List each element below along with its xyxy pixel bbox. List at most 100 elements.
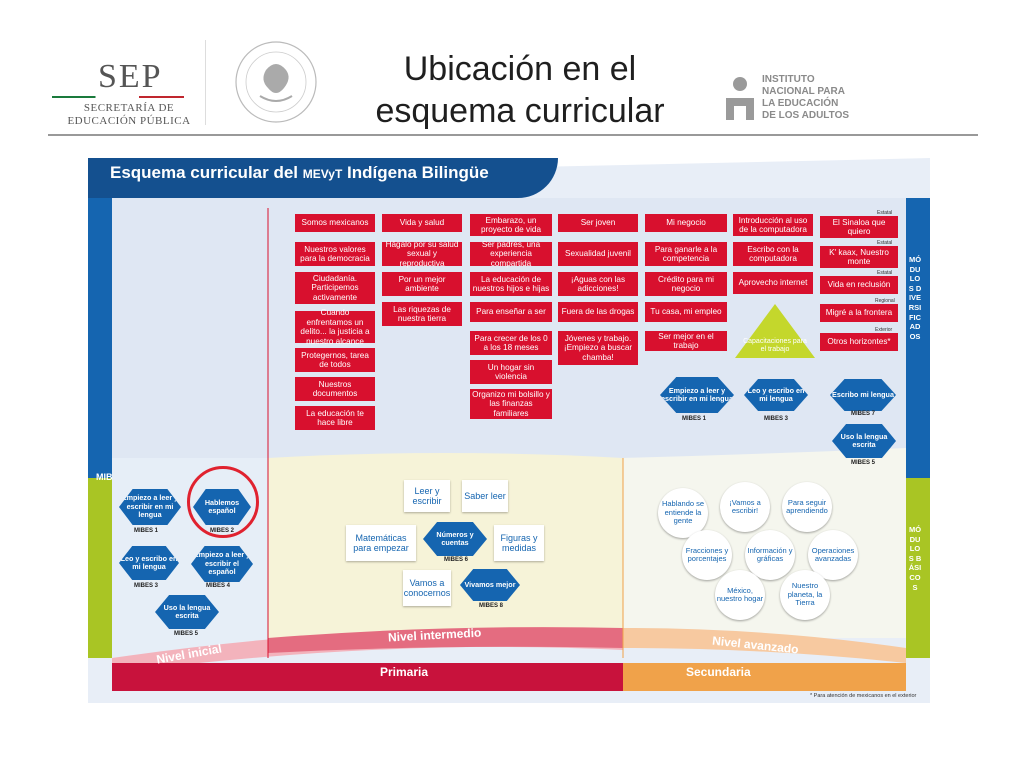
module-cell[interactable]: Cuando enfrentamos un delito... la justi… [295, 308, 375, 346]
module-cell[interactable]: Somos mexicanos [295, 214, 375, 232]
module-cell[interactable]: Sexualidad juvenil [558, 242, 638, 266]
module-cell[interactable]: Fuera de las drogas [558, 302, 638, 322]
module-cell[interactable]: Protegernos, tarea de todos [295, 348, 375, 372]
module-box[interactable]: Figuras y medidas [494, 525, 544, 561]
sep-subtitle-line-1: SECRETARÍA DE [83, 102, 175, 114]
banner-part: Indígena Bilingüe [342, 163, 489, 182]
module-box[interactable]: Matemáticas para empezar [346, 525, 416, 561]
mibes-hexagon[interactable]: Vivamos mejor [460, 569, 520, 601]
scope-tag: Estatal [877, 210, 893, 216]
module-cell[interactable]: Ciudadanía. Participemos activamente [295, 272, 375, 304]
training-triangle-label: Capacitaciones para el trabajo [743, 338, 807, 353]
module-box[interactable]: Vamos a conocernos [403, 570, 451, 606]
module-cell[interactable]: Ser padres, una experiencia compartida [470, 240, 552, 268]
module-cell[interactable]: Nuestros valores para la democracia [295, 242, 375, 266]
mexican-seal-icon [235, 41, 317, 123]
module-cell[interactable]: La educación te hace libre [295, 406, 375, 430]
header-divider [205, 40, 206, 125]
inea-line: INSTITUTO [762, 74, 815, 85]
title-line-2: esquema curricular [375, 92, 665, 130]
module-cell[interactable]: Jóvenes y trabajo. ¡Empiezo a buscar cha… [558, 331, 638, 365]
page-title: Ubicación en el esquema curricular [340, 48, 700, 132]
mibes-label: MIBES 3 [134, 583, 159, 589]
banner-part: MEVyT [302, 167, 343, 181]
side-label-diversificados: MÓDULOS DIVERSIFICADOS [908, 255, 922, 341]
module-cell[interactable]: Vida en reclusión [820, 276, 898, 294]
mibes-hexagon[interactable]: Uso la lengua escrita [832, 424, 896, 458]
module-circle[interactable]: Fracciones y porcentajes [682, 530, 732, 580]
mibes-label: MIBES 1 [682, 416, 707, 422]
inea-logo-icon [726, 77, 754, 120]
module-cell[interactable]: Las riquezas de nuestra tierra [382, 302, 462, 326]
inea-line: NACIONAL PARA [762, 86, 845, 97]
module-cell[interactable]: Organizo mi bolsillo y las finanzas fami… [470, 389, 552, 419]
sep-logo-text: SEP [98, 58, 163, 95]
mibes-hexagon[interactable]: Leo y escribo en mi lengua [119, 546, 179, 580]
mibes-label: MIBES 5 [851, 460, 876, 466]
scope-tag: Estatal [877, 240, 893, 246]
module-box[interactable]: Leer y escribir [404, 480, 450, 512]
banner-part: Esquema curricular del [110, 163, 303, 182]
module-cell[interactable]: Ser mejor en el trabajo [645, 331, 727, 351]
header-rule [48, 134, 978, 136]
mibes-hexagon[interactable]: Empiezo a leer y escribir en mi lengua [660, 377, 734, 413]
module-cell[interactable]: ¡Aguas con las adicciones! [558, 272, 638, 296]
mibes-hexagon[interactable]: Leo y escribo en mi lengua [744, 379, 808, 411]
inea-logo-text: INSTITUTO NACIONAL PARA LA EDUCACIÓN DE … [762, 74, 849, 122]
mibes-label: MIBES 1 [134, 528, 159, 534]
mibes-hexagon[interactable]: Empiezo a leer y escribir el español [191, 546, 253, 582]
module-cell[interactable]: Un hogar sin violencia [470, 360, 552, 384]
module-cell[interactable]: Migré a la frontera [820, 304, 898, 322]
module-cell[interactable]: Por un mejor ambiente [382, 272, 462, 296]
module-cell[interactable]: Para crecer de los 0 a los 18 meses [470, 331, 552, 355]
module-cell[interactable]: Introducción al uso de la computadora [733, 214, 813, 236]
module-cell[interactable]: Embarazo, un proyecto de vida [470, 214, 552, 236]
module-cell[interactable]: Otros horizontes* [820, 333, 898, 351]
module-cell[interactable]: Mi negocio [645, 214, 727, 232]
scope-tag: Estatal [877, 270, 893, 276]
stage-label-primaria: Primaria [380, 665, 429, 679]
mibes-hexagon[interactable]: Números y cuentas [423, 522, 487, 556]
chart-banner-title: Esquema curricular del MEVyT Indígena Bi… [110, 163, 489, 183]
module-cell[interactable]: K' kaax, Nuestro monte [820, 246, 898, 268]
module-cell[interactable]: Hágalo por su salud sexual y reproductiv… [382, 240, 462, 268]
footnote: * Para atención de mexicanos en el exter… [810, 693, 917, 699]
module-cell[interactable]: Para enseñar a ser [470, 302, 552, 322]
module-circle[interactable]: Para seguir aprendiendo [782, 482, 832, 532]
module-circle[interactable]: Hablando se entiende la gente [658, 488, 708, 538]
scope-tag: Regional [875, 298, 895, 304]
side-label-basicos: MÓDULOS BÁSICOS [908, 525, 922, 592]
mibes-label: MIBES 3 [764, 416, 789, 422]
chart-banner [88, 158, 558, 198]
module-cell[interactable]: La educación de nuestros hijos e hijas [470, 272, 552, 296]
module-box[interactable]: Saber leer [462, 480, 508, 512]
mibes-hexagon[interactable]: Empiezo a leer y escribir en mi lengua [119, 489, 181, 525]
module-cell[interactable]: Para ganarle a la competencia [645, 242, 727, 266]
module-cell[interactable]: El Sinaloa que quiero [820, 216, 898, 238]
sep-subtitle-line-2: EDUCACIÓN PÚBLICA [67, 115, 191, 127]
module-cell[interactable]: Tu casa, mi empleo [645, 302, 727, 322]
module-cell[interactable]: Crédito para mi negocio [645, 272, 727, 296]
module-circle[interactable]: Nuestro planeta, la Tierra [780, 570, 830, 620]
mibes-label: MIBES 7 [851, 411, 876, 417]
scope-tag: Exterior [875, 327, 893, 333]
inea-line: DE LOS ADULTOS [762, 110, 850, 121]
module-circle[interactable]: Operaciones avanzadas [808, 530, 858, 580]
module-cell[interactable]: Vida y salud [382, 214, 462, 232]
module-cell[interactable]: Ser joven [558, 214, 638, 232]
mibes-hexagon[interactable]: Uso la lengua escrita [155, 595, 219, 629]
sep-logo-subtitle: SECRETARÍA DE EDUCACIÓN PÚBLICA [64, 102, 194, 128]
mibes-label: MIBES 4 [206, 583, 231, 589]
module-cell[interactable]: Aprovecho internet [733, 272, 813, 294]
title-line-1: Ubicación en el [403, 50, 637, 88]
module-cell[interactable]: Nuestros documentos [295, 377, 375, 401]
mibes-hexagon[interactable]: Escribo mi lengua [830, 379, 896, 411]
module-cell[interactable]: Escribo con la computadora [733, 242, 813, 266]
module-circle[interactable]: Información y gráficas [745, 530, 795, 580]
inea-line: LA EDUCACIÓN [762, 98, 839, 109]
module-circle[interactable]: ¡Vamos a escribir! [720, 482, 770, 532]
highlight-circle [187, 466, 259, 538]
mibes-label: MIBES 6 [444, 557, 469, 563]
module-circle[interactable]: México, nuestro hogar [715, 570, 765, 620]
mib-label: MIB [96, 472, 113, 482]
